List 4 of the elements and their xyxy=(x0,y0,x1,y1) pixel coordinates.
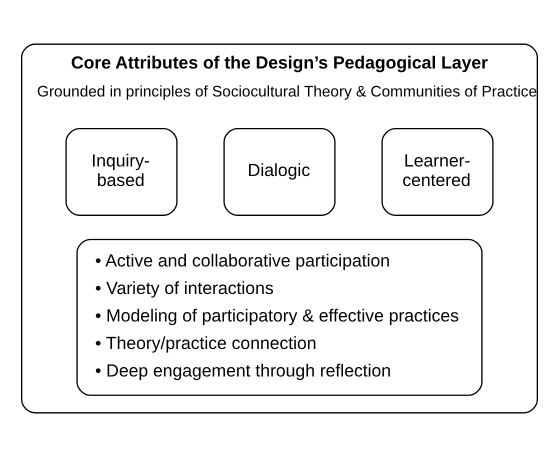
node-box: Learner-centered xyxy=(381,128,494,216)
node-box: Inquiry-based xyxy=(65,128,178,216)
node-box: Dialogic xyxy=(223,128,336,216)
node-box: • Active and collaborative participation • Variety of interactions • Modeling of participatory & effective practices • Theory/practice connection • Deep engagement through reflection xyxy=(76,238,483,396)
